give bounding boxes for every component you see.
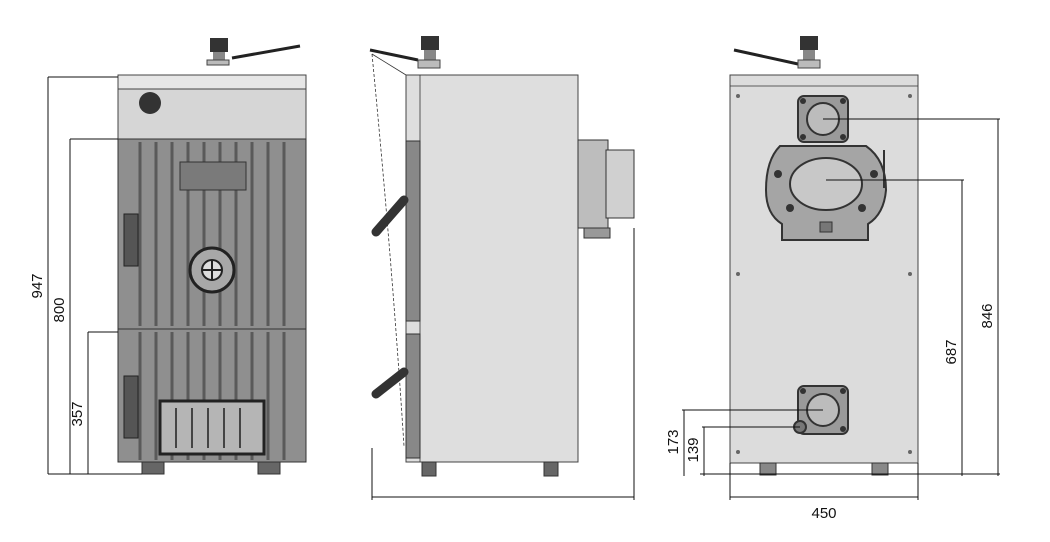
front-ash-door — [158, 399, 266, 456]
front-foot-left — [141, 461, 165, 475]
dimension-139: 139 — [685, 437, 702, 462]
front-upper-hinge — [123, 213, 139, 267]
rear-flue-collar — [764, 145, 888, 241]
front-top-thermostat — [206, 38, 301, 66]
dimension-687: 687 — [943, 339, 960, 364]
dimension-800: 800 — [51, 297, 68, 322]
front-upper-door-plate — [179, 161, 247, 191]
front-gauge — [139, 92, 161, 114]
side-lower-door-edge — [405, 333, 421, 459]
side-top-thermostat — [369, 36, 441, 69]
side-view — [369, 36, 635, 500]
front-dimension-lines — [47, 76, 142, 475]
front-lower-door-ribs — [138, 332, 286, 460]
dimension-450: 450 — [811, 505, 836, 522]
side-foot-left — [421, 461, 437, 477]
side-foot-right — [543, 461, 559, 477]
side-upper-door-edge — [405, 140, 421, 322]
rear-top-thermostat — [733, 36, 821, 69]
side-lower-handle — [371, 367, 409, 399]
side-flue-connector — [577, 139, 635, 239]
rear-foot-left — [759, 462, 777, 476]
front-lower-hinge — [123, 375, 139, 439]
front-view: 947 800 357 — [29, 38, 307, 475]
dimension-947: 947 — [29, 273, 46, 298]
dimension-357: 357 — [69, 401, 86, 426]
side-upper-handle — [371, 195, 409, 237]
front-body-top — [117, 74, 307, 90]
rear-foot-right — [871, 462, 889, 476]
rear-view: 846 687 173 139 450 — [665, 36, 1000, 522]
front-foot-right — [257, 461, 281, 475]
dimension-846: 846 — [979, 303, 996, 328]
side-dimension-lines — [371, 228, 635, 500]
rear-dimension-lines — [682, 118, 1000, 500]
side-body — [405, 74, 579, 463]
dimension-173: 173 — [665, 429, 682, 454]
